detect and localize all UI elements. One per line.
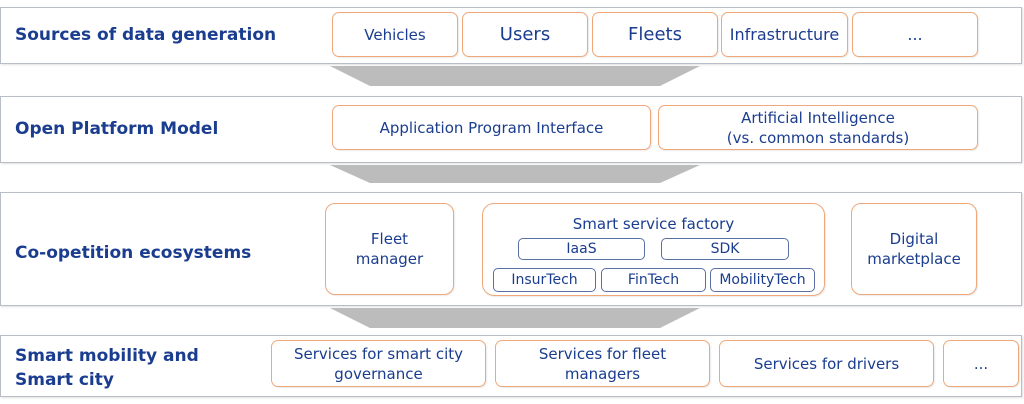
smart-service-factory-box: Smart service factory IaaS SDK InsurTech… <box>482 203 825 296</box>
platform-ai-label-line2: (vs. common standards) <box>726 128 910 147</box>
layer-title-sources: Sources of data generation <box>15 25 277 45</box>
source-infrastructure: Infrastructure <box>721 12 848 57</box>
platform-api-label: Application Program Interface <box>379 118 604 137</box>
platform-api-box: Application Program Interface <box>332 105 651 150</box>
source-more: ... <box>852 12 978 57</box>
service-label-line1: Services for fleet <box>538 344 667 363</box>
service-more: ... <box>943 340 1019 387</box>
layer-platform: Open Platform Model Application Program … <box>0 96 1022 163</box>
layer-ecosystem: Co-opetition ecosystems Fleet manager Sm… <box>0 192 1022 306</box>
layer-smart-mobility: Smart mobility and Smart city Services f… <box>0 335 1022 397</box>
service-drivers: Services for drivers <box>719 340 934 387</box>
factory-item-insurtech: InsurTech <box>493 268 596 292</box>
layer-title-smart-mobility: Smart mobility and Smart city <box>15 344 199 392</box>
service-fleet-managers: Services for fleet managers <box>495 340 710 387</box>
source-infrastructure-label: Infrastructure <box>729 24 840 44</box>
service-label-line1: Services for smart city <box>293 344 464 363</box>
factory-item-iaas: IaaS <box>518 238 645 260</box>
service-label: Services for drivers <box>753 354 900 373</box>
layer-title-ecosystem: Co-opetition ecosystems <box>15 243 252 263</box>
digital-marketplace-label-line1: Digital <box>889 230 939 248</box>
service-label-line2: managers <box>564 364 641 383</box>
layer-title-platform: Open Platform Model <box>15 119 219 139</box>
platform-ai-box: Artificial Intelligence (vs. common stan… <box>658 105 978 150</box>
service-label-line2: governance <box>334 364 423 383</box>
down-chevron-arrow <box>330 308 700 328</box>
service-smart-city-governance: Services for smart city governance <box>271 340 486 387</box>
fleet-manager-box: Fleet manager <box>325 203 454 295</box>
digital-marketplace-box: Digital marketplace <box>851 203 977 295</box>
platform-ai-label-line1: Artificial Intelligence <box>741 108 895 127</box>
layer-sources: Sources of data generation Vehicles User… <box>0 7 1022 64</box>
source-users: Users <box>462 12 588 57</box>
source-fleets: Fleets <box>592 12 718 57</box>
smart-mobility-title-line2: Smart city <box>15 370 114 390</box>
factory-item-mobilitytech: MobilityTech <box>710 268 815 292</box>
factory-item-sdk: SDK <box>661 238 789 260</box>
down-chevron-arrow <box>330 165 700 183</box>
fleet-manager-label-line1: Fleet <box>370 230 409 248</box>
smart-mobility-title-line1: Smart mobility and <box>15 346 199 366</box>
source-vehicles: Vehicles <box>332 12 458 57</box>
factory-item-fintech: FinTech <box>601 268 706 292</box>
smart-service-factory-title: Smart service factory <box>572 215 735 233</box>
fleet-manager-label-line2: manager <box>355 250 424 268</box>
digital-marketplace-label-line2: marketplace <box>867 250 961 268</box>
down-chevron-arrow <box>330 66 700 86</box>
service-more-label: ... <box>973 354 989 373</box>
